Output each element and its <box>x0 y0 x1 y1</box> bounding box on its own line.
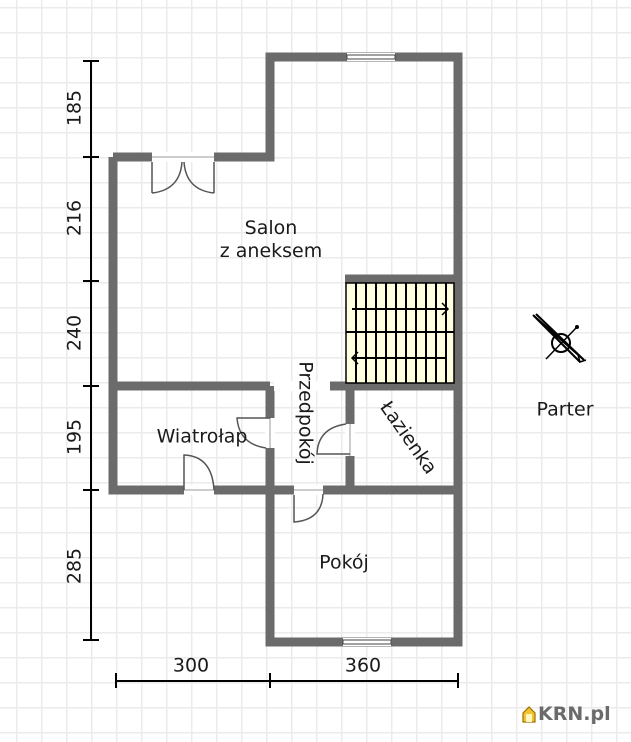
dimension-285: 285 <box>63 547 86 585</box>
floor-label: Parter <box>536 398 594 421</box>
room-label-przedpokoj: Przedpokój <box>294 361 317 465</box>
room-label-salon: Salon z aneksem <box>220 217 323 263</box>
stairs-icon <box>345 282 455 384</box>
room-label-wiatrolap: Wiatrołap <box>156 425 248 448</box>
compass-north-arrow-icon <box>532 313 587 363</box>
room-name: Salon <box>244 217 298 240</box>
room-name-line2: z aneksem <box>219 240 323 262</box>
dimension-240: 240 <box>63 314 86 352</box>
vertical-dimension-line <box>83 60 99 641</box>
openings <box>151 53 396 646</box>
dimension-216: 216 <box>63 199 86 237</box>
house-icon <box>522 706 536 723</box>
dimension-300: 300 <box>172 654 210 677</box>
horizontal-dimension-line <box>115 673 459 688</box>
room-label-pokoj: Pokój <box>319 551 369 574</box>
dimension-360: 360 <box>344 654 382 677</box>
dimension-195: 195 <box>63 418 86 456</box>
logo-text: KRN.pl <box>538 703 611 725</box>
dimension-185: 185 <box>63 89 86 127</box>
krn-logo: KRN.pl <box>522 703 611 725</box>
